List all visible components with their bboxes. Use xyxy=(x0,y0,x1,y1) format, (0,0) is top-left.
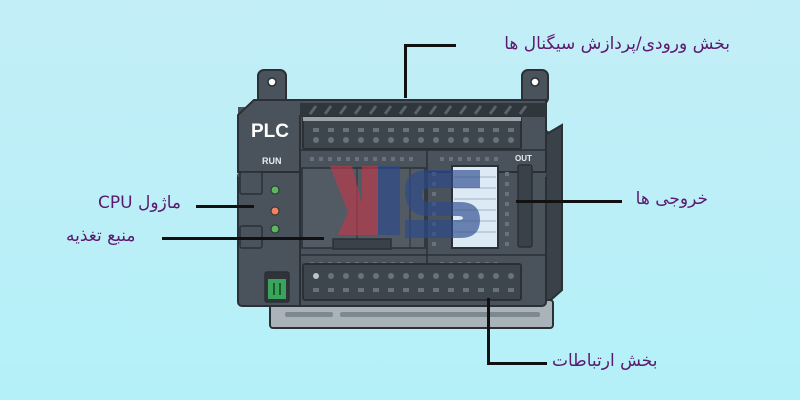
run-label: RUN xyxy=(262,156,282,166)
callout-line-comm-horizontal xyxy=(487,362,547,365)
device-label: PLC xyxy=(251,121,289,142)
led-orange xyxy=(270,206,280,216)
port-upper xyxy=(239,171,263,195)
callout-line-io-horizontal xyxy=(404,44,456,47)
mounting-ear-left xyxy=(257,69,287,105)
callout-line-outputs xyxy=(516,200,622,203)
communication-terminal-block xyxy=(302,263,522,301)
callout-line-cpu xyxy=(196,205,254,208)
callout-line-io-vertical xyxy=(404,44,407,98)
power-connector xyxy=(332,238,392,250)
callout-line-comm-vertical xyxy=(487,298,490,364)
mounting-ear-right xyxy=(521,69,549,105)
callout-line-power xyxy=(162,237,324,240)
led-green-bottom xyxy=(270,224,280,234)
watermark-logo xyxy=(330,166,480,238)
callout-outputs: خروجی ها xyxy=(635,189,708,209)
callout-power-supply: منبع تغذیه xyxy=(66,226,136,246)
led-green-top xyxy=(270,185,280,195)
out-label: OUT xyxy=(515,154,532,163)
callout-io-section: بخش ورودی/پردازش سیگنال ها xyxy=(504,34,730,54)
callout-cpu-module: ماژول CPU xyxy=(98,193,182,213)
callout-communication: بخش ارتباطات xyxy=(552,351,658,371)
input-terminal-block xyxy=(302,116,522,150)
